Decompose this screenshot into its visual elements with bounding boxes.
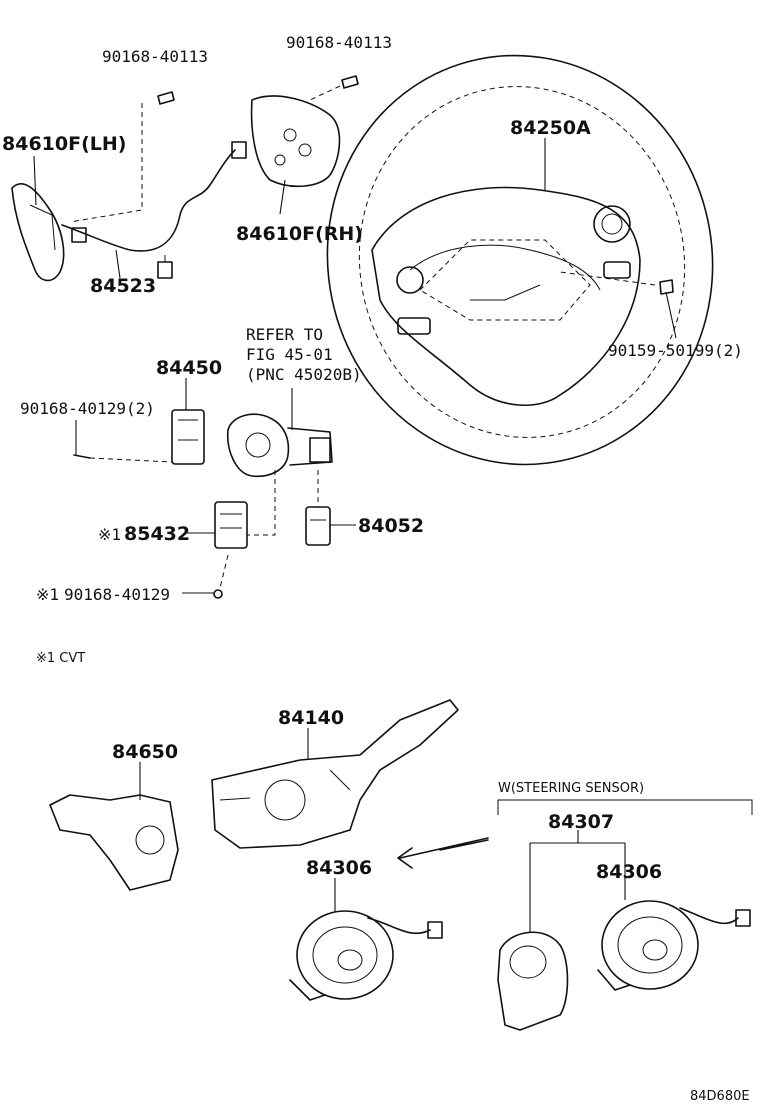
- steering-wheel-drawing: [326, 54, 714, 466]
- label-figure-code: 84D680E: [690, 1089, 750, 1104]
- label-refer-line2: FIG 45-01: [246, 345, 333, 364]
- spiral-cable-left-drawing: [289, 910, 443, 1001]
- steering-sensor-bracket: [497, 799, 753, 815]
- label-sensor-85432: 85432: [124, 523, 190, 545]
- label-steering-wheel: 84250A: [510, 117, 591, 139]
- sensor-85432-drawing: [214, 501, 248, 549]
- switch-84450-drawing: [171, 409, 205, 465]
- label-bolt-top-right: 90168-40113: [286, 33, 392, 52]
- headlamp-switch-drawing: [49, 794, 179, 891]
- label-spiral-left: 84306: [306, 857, 372, 879]
- pad-lh-drawing: [11, 183, 65, 282]
- label-refer-line3: (PNC 45020B): [246, 365, 362, 384]
- dash-bolt-lh: [69, 103, 143, 223]
- label-screw-84450: 90168-40129(2): [20, 399, 155, 418]
- label-screw-mark: ※1: [36, 585, 59, 604]
- label-refer-line1: REFER TO: [246, 325, 323, 344]
- label-switch-84450: 84450: [156, 357, 222, 379]
- leader-90159: [665, 291, 677, 339]
- label-sensor-84052: 84052: [358, 515, 424, 537]
- pad-rh-drawing: [250, 95, 341, 188]
- steering-sensor-drawing: [497, 931, 569, 1031]
- dash-screw-85432: [219, 554, 229, 589]
- sensor-84052-drawing: [305, 506, 331, 546]
- dash-bolt-rh: [309, 85, 341, 101]
- label-screw-85432: 90168-40129: [64, 585, 170, 604]
- leader-84610f-lh: [33, 155, 37, 206]
- label-wiper-switch: 84140: [278, 707, 344, 729]
- dash-sensor-85432: [247, 470, 276, 536]
- spiral-cable-right-drawing: [597, 900, 751, 991]
- label-harness: 84523: [90, 275, 156, 297]
- label-headlamp-switch: 84650: [112, 741, 178, 763]
- label-assy-84307: 84307: [548, 811, 614, 833]
- label-bolt-wheel: 90159-50199(2): [608, 341, 743, 360]
- leader-84610f-rh: [279, 179, 286, 215]
- direction-arrow: [397, 837, 489, 869]
- leader-84523: [115, 249, 121, 279]
- assy-84307-leader: [529, 830, 626, 932]
- label-steering-sensor-header: W(STEERING SENSOR): [498, 781, 644, 796]
- label-sensor-mark: ※1: [98, 525, 121, 544]
- screw-85432: [213, 589, 223, 599]
- bolts-top-drawing: [157, 75, 674, 295]
- label-spiral-right: 84306: [596, 861, 662, 883]
- dash-screw-84450: [89, 457, 173, 463]
- label-note-cvt: ※1 CVT: [36, 651, 85, 666]
- harness-drawing: [61, 141, 247, 279]
- label-pad-rh: 84610F(RH): [236, 223, 363, 245]
- combination-switch-drawing: [227, 413, 333, 478]
- dash-bolt-wheel: [559, 271, 656, 286]
- screw-84450: [73, 454, 91, 459]
- label-bolt-top-left: 90168-40113: [102, 47, 208, 66]
- label-pad-lh: 84610F(LH): [2, 133, 126, 155]
- wiper-switch-drawing: [211, 699, 459, 849]
